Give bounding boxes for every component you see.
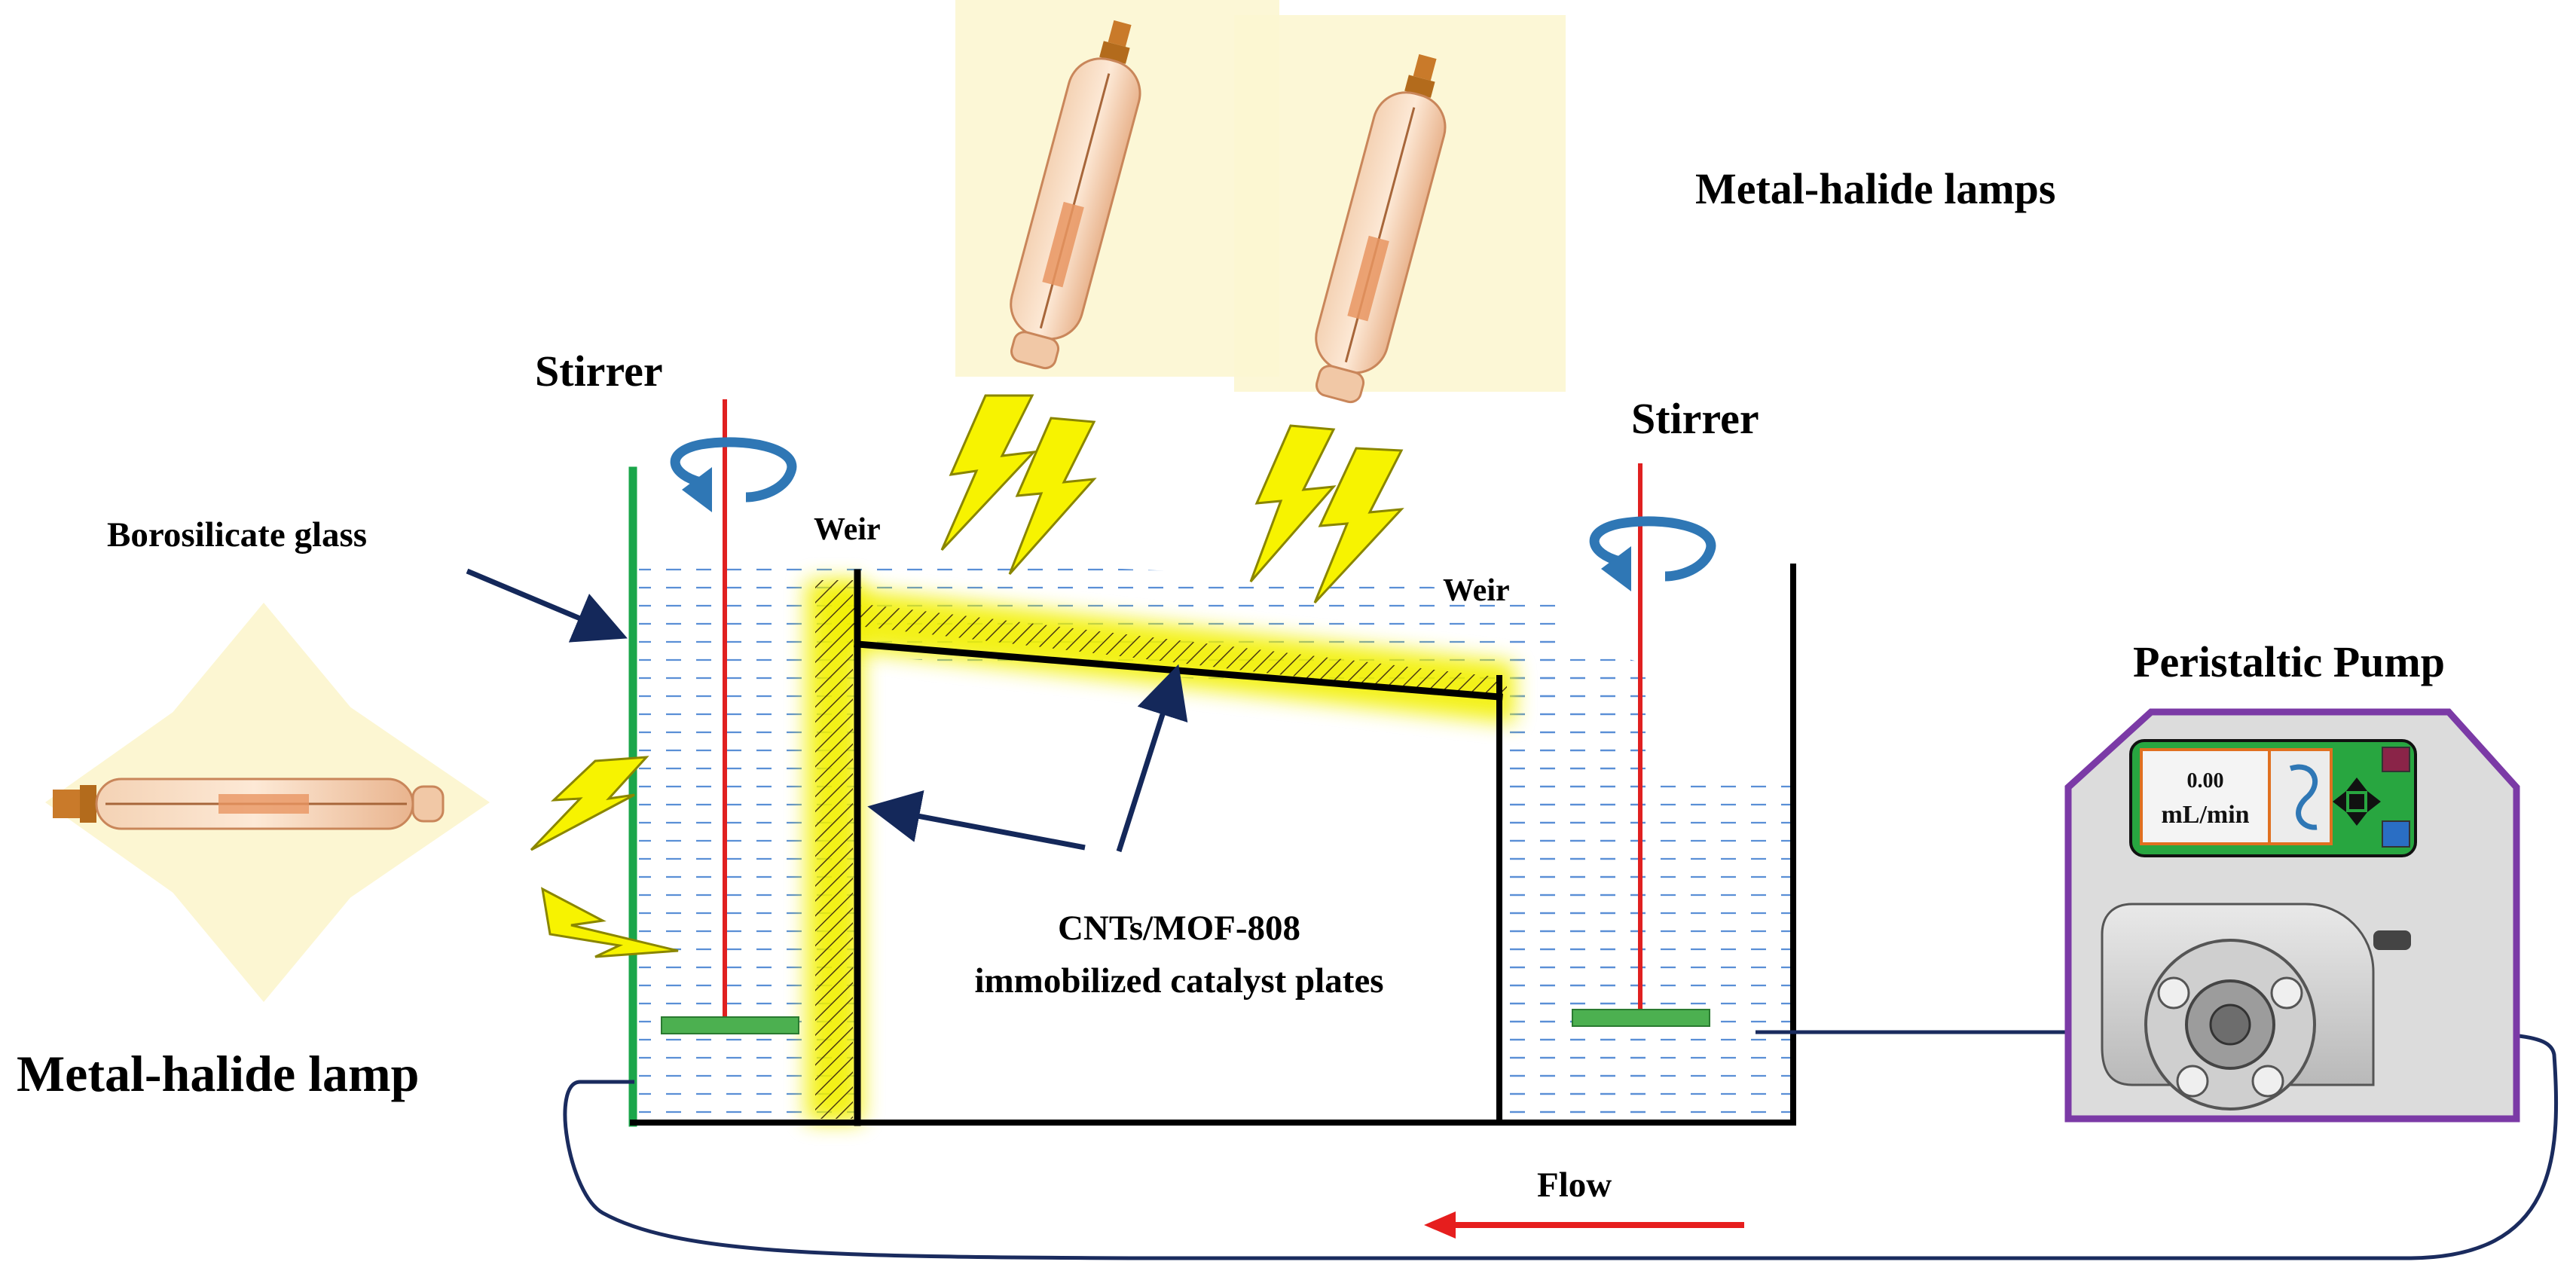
tubing — [563, 1030, 2559, 1260]
label-weir-right: Weir — [1443, 573, 1510, 608]
label-borosilicate-glass: Borosilicate glass — [107, 515, 367, 554]
metal-halide-lamp-icon — [1315, 53, 1447, 404]
label-catalyst-line1: CNTs/MOF-808 — [1058, 909, 1300, 948]
flow-arrow-icon — [1424, 1211, 1744, 1239]
label-peristaltic-pump: Peristaltic Pump — [2133, 637, 2445, 686]
pump-start-button[interactable] — [2382, 820, 2410, 848]
pump-flow-value: 0.00 — [2187, 769, 2224, 793]
stirrer-left — [661, 399, 799, 1034]
pump-flow-unit: mL/min — [2161, 801, 2249, 829]
lightning-bolt-icon — [530, 394, 1404, 958]
label-catalyst-line2: immobilized catalyst plates — [974, 961, 1383, 1001]
label-stirrer-right: Stirrer — [1631, 394, 1759, 443]
pointer-arrows — [466, 568, 1188, 853]
catalyst-plates — [806, 580, 1514, 1123]
rotation-arrow-icon — [1589, 516, 1716, 591]
pump-rotor-icon — [2101, 903, 2411, 1111]
rotation-arrow-icon — [670, 437, 797, 512]
label-stirrer-left: Stirrer — [535, 347, 663, 396]
rotation-arrow-icon — [2289, 764, 2318, 830]
label-weir-left: Weir — [814, 512, 881, 547]
pump-stop-button[interactable] — [2382, 747, 2410, 772]
peristaltic-pump: 0.00 mL/min — [2064, 708, 2520, 1123]
label-metal-halide-lamp: Metal-halide lamp — [17, 1045, 420, 1102]
four-way-arrow-icon[interactable] — [2333, 778, 2381, 826]
metal-halide-lamp-icon — [1010, 20, 1141, 370]
stirrer-right — [1572, 463, 1710, 1027]
label-flow: Flow — [1537, 1165, 1612, 1205]
label-metal-halide-lamps: Metal-halide lamps — [1695, 164, 2055, 213]
metal-halide-lamp-icon — [53, 778, 445, 830]
